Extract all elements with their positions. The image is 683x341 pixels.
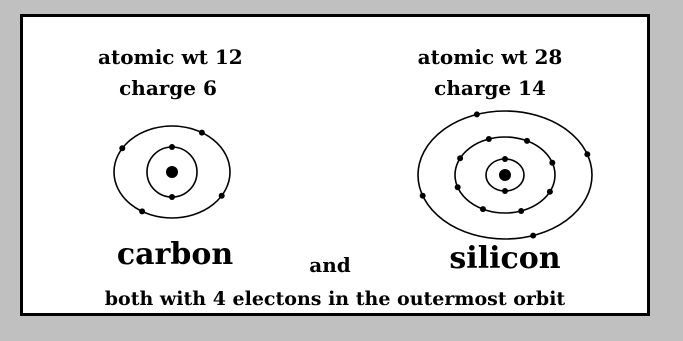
carbon-electron bbox=[198, 129, 205, 136]
silicon-electron bbox=[546, 188, 553, 195]
silicon-nucleus bbox=[499, 169, 511, 181]
silicon-charge: charge 14 bbox=[434, 76, 546, 100]
silicon-electron bbox=[584, 151, 591, 158]
diagram-panel bbox=[20, 14, 650, 316]
silicon-electron bbox=[457, 155, 464, 162]
carbon-nucleus bbox=[166, 166, 178, 178]
carbon-electron bbox=[169, 194, 175, 200]
silicon-electron bbox=[419, 192, 426, 199]
carbon-atom bbox=[113, 125, 231, 219]
footer-caption: both with 4 electons in the outermost or… bbox=[104, 288, 566, 310]
silicon-electron bbox=[530, 232, 537, 239]
carbon-electron bbox=[169, 144, 175, 150]
silicon-electron bbox=[518, 207, 525, 214]
silicon-electron bbox=[502, 156, 508, 162]
silicon-atom bbox=[417, 110, 593, 240]
silicon-electron bbox=[479, 206, 486, 213]
and-label: and bbox=[309, 253, 351, 277]
carbon-electron bbox=[139, 208, 146, 215]
silicon-electron bbox=[524, 137, 531, 144]
silicon-label: silicon bbox=[449, 241, 561, 276]
carbon-label: carbon bbox=[116, 237, 234, 272]
silicon-electron bbox=[473, 111, 480, 118]
carbon-electron bbox=[119, 145, 126, 152]
silicon-orbit-3 bbox=[417, 110, 593, 240]
silicon-electron bbox=[549, 159, 556, 166]
silicon-electron bbox=[485, 136, 492, 143]
carbon-orbit-2 bbox=[113, 125, 231, 219]
silicon-atomic-weight: atomic wt 28 bbox=[417, 45, 563, 69]
carbon-atomic-weight: atomic wt 12 bbox=[98, 45, 243, 69]
carbon-electron bbox=[218, 192, 225, 199]
silicon-electron bbox=[454, 184, 461, 191]
silicon-electron bbox=[502, 188, 508, 194]
carbon-charge: charge 6 bbox=[119, 76, 217, 100]
silicon-orbit-2 bbox=[454, 136, 556, 214]
